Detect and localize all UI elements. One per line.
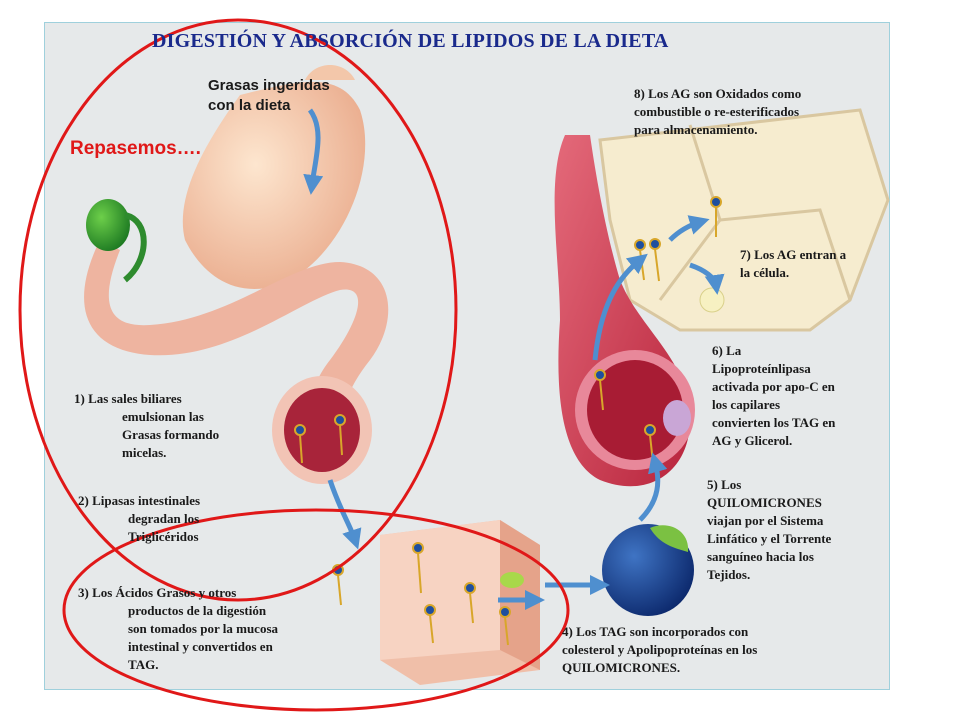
step-5-line-4: Linfático y el Torrente: [707, 531, 832, 546]
ingested-fats-label: Grasas ingeridas con la dieta: [208, 76, 330, 116]
step-4-line-3: QUILOMICRONES.: [562, 660, 681, 675]
into-cell-arrow: [668, 215, 710, 242]
step-8-line-1: 8) Los AG son Oxidados como: [634, 86, 802, 101]
to-cell-arrow: [592, 253, 648, 361]
gallbladder: [86, 199, 147, 283]
step-2-line-3: Triglicéridos: [128, 529, 199, 544]
glycerol-arrow: [689, 262, 725, 295]
step-6-line-6: AG y Glicerol.: [712, 433, 793, 448]
step-5-line-2: QUILOMICRONES: [707, 495, 822, 510]
ingestion-arrow: [303, 108, 324, 195]
step-6-line-2: Lipoproteínlipasa: [712, 361, 811, 376]
step-5-line-5: sanguíneo hacia los: [707, 549, 814, 564]
process-arrows: [303, 108, 725, 610]
glycerol: [699, 287, 725, 313]
chylomicron: [602, 524, 694, 616]
blood-vessel: [554, 135, 695, 487]
step-5-label: 5) Los QUILOMICRONES viajan por el Siste…: [707, 476, 831, 584]
step-4-line-2: colesterol y Apolipoproteínas en los: [562, 642, 758, 657]
step-6-label: 6) La Lipoproteínlipasa activada por apo…: [712, 342, 835, 450]
step-2-line-2: degradan los: [128, 511, 200, 526]
step-5-line-1: 5) Los: [707, 477, 742, 492]
annotation-circle-bottom: [62, 508, 570, 712]
step-4-line-1: 4) Los TAG son incorporados con: [562, 624, 749, 639]
step-3-line-2: productos de la digestión: [128, 603, 267, 618]
ingested-fats-line-2: con la dieta: [208, 97, 291, 114]
step-3-line-4: intestinal y convertidos en: [128, 639, 273, 654]
intestine: [84, 240, 389, 484]
mucosa-block: [380, 520, 540, 685]
ingested-fats-line-1: Grasas ingeridas: [208, 77, 330, 94]
step-7-label: 7) Los AG entran a la célula.: [740, 246, 846, 282]
annotation-circles: [18, 18, 570, 712]
step-8-line-3: para almacenamiento.: [634, 122, 758, 137]
diagram-title: DIGESTIÓN Y ABSORCIÓN DE LIPIDOS DE LA D…: [152, 30, 669, 52]
step-2-label: 2) Lipasas intestinales degradan los Tri…: [78, 492, 200, 546]
step-6-line-4: los capilares: [712, 397, 781, 412]
step-5-line-6: Tejidos.: [707, 567, 751, 582]
step-1-label: 1) Las sales biliares emulsionan las Gra…: [74, 390, 219, 462]
step-1-line-4: micelas.: [122, 445, 167, 460]
step-1-line-2: emulsionan las: [122, 409, 204, 424]
step-3-label: 3) Los Ácidos Grasos y otros productos d…: [78, 584, 278, 674]
step-6-line-1: 6) La: [712, 343, 742, 358]
step-1-line-1: 1) Las sales biliares: [74, 391, 182, 406]
annotation-circle-top: [18, 18, 458, 602]
step-3-line-5: TAG.: [128, 657, 159, 672]
step-2-line-1: 2) Lipasas intestinales: [78, 493, 201, 508]
step-8-line-2: combustible o re-esterificados: [634, 104, 800, 119]
step-7-line-1: 7) Los AG entran a: [740, 247, 847, 262]
to-capillary-arrow: [638, 452, 668, 522]
step-3-line-1: 3) Los Ácidos Grasos y otros: [78, 585, 237, 600]
step-8-label: 8) Los AG son Oxidados como combustible …: [634, 85, 801, 139]
step-3-line-3: son tomados por la mucosa: [128, 621, 279, 636]
step-7-line-2: la célula.: [740, 265, 790, 280]
step-4-label: 4) Los TAG son incorporados con colester…: [562, 623, 757, 677]
step-6-line-3: activada por apo-C en: [712, 379, 835, 394]
step-5-line-3: viajan por el Sistema: [707, 513, 824, 528]
step-6-line-5: convierten los TAG en: [712, 415, 836, 430]
review-label: Repasemos….: [70, 138, 201, 159]
tissue-cells: [598, 108, 890, 332]
step-1-line-3: Grasas formando: [122, 427, 220, 442]
fatty-acid-molecules: [294, 196, 722, 646]
intestine-to-mucosa-arrow: [327, 479, 362, 550]
